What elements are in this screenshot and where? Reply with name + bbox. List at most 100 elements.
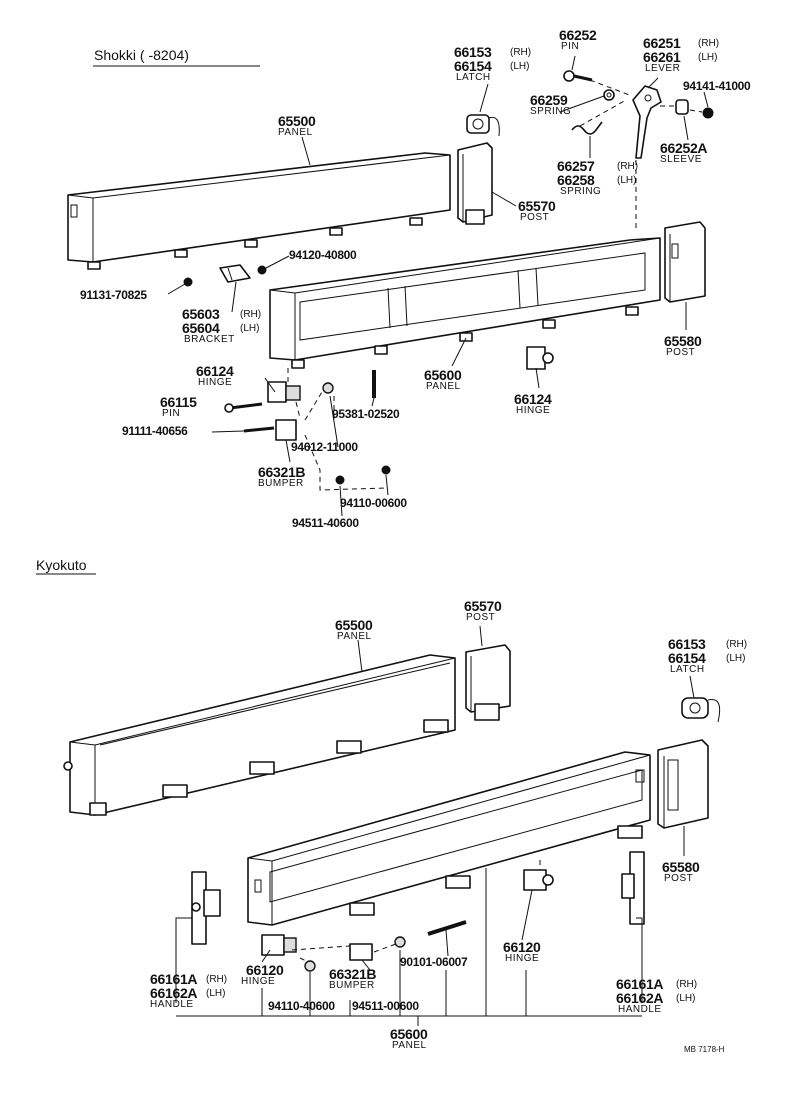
part-number: 91111-40656: [122, 424, 188, 438]
side-marker: (LH): [726, 653, 746, 664]
part-number: 65580: [662, 859, 700, 875]
part-name: BUMPER: [258, 478, 304, 489]
shokki-hinge-left: [267, 381, 301, 403]
part-number: 94511-00600: [352, 999, 419, 1013]
side-marker: (RH): [510, 47, 532, 58]
kyokuto-hinge-left: [261, 934, 297, 956]
part-number: 66153: [454, 44, 492, 60]
side-marker: (LH): [510, 61, 530, 72]
shokki-bracket: [219, 264, 251, 283]
shokki-bolt-91111: [243, 426, 275, 433]
part-name: SPRING: [530, 106, 572, 117]
shokki-panel-65500: [67, 152, 451, 270]
shokki-nut-94141: [702, 107, 714, 119]
side-marker: (LH): [240, 323, 260, 334]
part-name: POST: [666, 347, 696, 358]
part-name: POST: [466, 612, 496, 623]
part-number: 66120: [246, 962, 284, 978]
kyokuto-panel-65600: [247, 751, 651, 926]
part-number: 65604: [182, 320, 220, 336]
part-name: PANEL: [392, 1040, 427, 1051]
kyokuto-nut-94110: [304, 960, 316, 972]
kyokuto-handle-left: [191, 871, 221, 945]
part-number: 65603: [182, 306, 220, 322]
shokki-post-65580: [664, 221, 706, 303]
part-number: 66154: [668, 650, 706, 666]
shokki-nut-94110: [381, 465, 391, 475]
part-name: POST: [520, 212, 550, 223]
part-number: 66259: [530, 92, 568, 108]
part-number: 66257: [557, 158, 595, 174]
part-name: HANDLE: [150, 999, 194, 1010]
part-number: 66153: [668, 636, 706, 652]
side-marker: (LH): [206, 988, 226, 999]
side-marker: (RH): [617, 161, 639, 172]
side-marker: (RH): [240, 309, 262, 320]
kyokuto-panel-65500: [63, 654, 456, 816]
part-number: 94511-40600: [292, 516, 359, 530]
part-number: 65570: [464, 598, 502, 614]
part-name: PANEL: [278, 127, 313, 138]
shokki-sleeve: [675, 99, 689, 115]
shokki-section-title: Shokki ( -8204): [94, 47, 189, 63]
part-number: 66258: [557, 172, 595, 188]
figure-code: MB 7178-H: [684, 1045, 725, 1054]
part-number: 65500: [278, 113, 316, 129]
part-number: 65580: [664, 333, 702, 349]
part-name: POST: [664, 873, 694, 884]
part-number: 66161A: [616, 976, 664, 992]
side-marker: (RH): [206, 974, 228, 985]
part-name: BRACKET: [184, 334, 235, 345]
shokki-lever: [632, 85, 662, 159]
part-name: PANEL: [426, 381, 461, 392]
kyokuto-hinge-right: [523, 869, 554, 891]
part-number: 66321B: [329, 966, 377, 982]
part-number: 66252: [559, 27, 597, 43]
part-number: 65500: [335, 617, 373, 633]
kyokuto-post-65580: [657, 739, 709, 829]
shokki-94612: [322, 382, 334, 394]
part-number: 65600: [424, 367, 462, 383]
part-name: HINGE: [241, 976, 276, 987]
side-marker: (RH): [698, 38, 720, 49]
part-number: 65600: [390, 1026, 428, 1042]
part-name: HINGE: [516, 405, 551, 416]
shokki-bumper: [275, 419, 297, 441]
part-name: PIN: [561, 41, 580, 52]
part-name: LEVER: [645, 63, 681, 74]
kyokuto-bolt-90101: [427, 920, 467, 936]
part-name: HANDLE: [618, 1004, 662, 1015]
kyokuto-washer-94511: [394, 936, 406, 948]
part-name: HINGE: [198, 377, 233, 388]
part-name: PANEL: [337, 631, 372, 642]
shokki-spring-66259: [603, 89, 615, 101]
part-number: 65570: [518, 198, 556, 214]
part-name: SPRING: [560, 186, 602, 197]
part-number: 66251: [643, 35, 681, 51]
shokki-panel-65600: [269, 237, 661, 369]
kyokuto-section-title: Kyokuto: [36, 557, 87, 573]
side-marker: (RH): [676, 979, 698, 990]
part-number: 66124: [196, 363, 234, 379]
part-name: LATCH: [670, 664, 705, 675]
part-number: 66252A: [660, 140, 708, 156]
part-number: 66124: [514, 391, 552, 407]
part-number: 94120-40800: [289, 248, 357, 262]
part-number: 94110-40600: [268, 999, 335, 1013]
part-number: 95381-02520: [332, 407, 400, 421]
part-number: 90101-06007: [400, 955, 468, 969]
side-marker: (LH): [617, 175, 637, 186]
side-marker: (LH): [698, 52, 718, 63]
shokki-bolt-91131: [183, 277, 193, 287]
part-name: LATCH: [456, 72, 491, 83]
shokki-hinge-right: [526, 346, 554, 370]
part-name: BUMPER: [329, 980, 375, 991]
shokki-washer-94511: [335, 475, 345, 485]
part-name: HINGE: [505, 953, 540, 964]
shokki-spring-66257: [571, 121, 603, 135]
part-name: PIN: [162, 408, 181, 419]
part-number: 94110-00600: [340, 496, 407, 510]
part-name: SLEEVE: [660, 154, 702, 165]
part-number: 66161A: [150, 971, 198, 987]
